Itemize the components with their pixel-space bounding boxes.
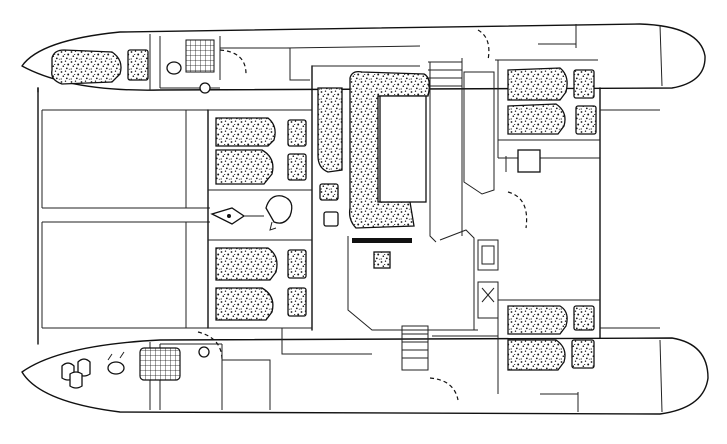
central-port-cabins (207, 65, 313, 331)
port-hull (21, 23, 706, 91)
toilet-icon-2 (107, 361, 125, 375)
galley-counter-edge (352, 238, 412, 243)
saloon-settee-left (317, 87, 343, 173)
cabin-berth-lower-a (215, 247, 278, 281)
galley-stove-icon (373, 251, 391, 269)
bow-side-cushion (127, 49, 149, 81)
aft-berth-cushion-bottom (507, 103, 566, 135)
starboard-hull (21, 337, 709, 415)
shower-grate-icon-2 (139, 347, 181, 381)
aft-side-cushion-4 (571, 339, 595, 369)
sink-icon (199, 82, 211, 94)
cabin-side-cushion-3 (287, 249, 307, 279)
saloon-chair (323, 211, 339, 227)
helm-seat-icon (265, 195, 293, 224)
aft-berth-cushion-top-2 (507, 305, 568, 335)
starboard-bow-cabin (61, 331, 271, 410)
toilet-icon (166, 61, 182, 75)
companionway-stairs (281, 325, 499, 401)
aft-side-cushion-2 (575, 105, 597, 135)
aft-berth-cushion-bottom-2 (507, 339, 566, 371)
cabin-berth-upper-a (215, 117, 276, 147)
starboard-aft-cabin (497, 299, 600, 394)
sink-icon-2 (198, 346, 210, 358)
shower-grate-icon (185, 39, 215, 73)
cabin-side-cushion-4 (287, 287, 307, 317)
cabin-side-cushion-2 (287, 153, 307, 181)
saloon-settee-u (348, 70, 430, 229)
cabin-side-cushion-1 (287, 119, 307, 147)
aft-side-cushion-1 (573, 69, 595, 99)
saloon-table (379, 95, 427, 203)
nav-table (517, 149, 541, 173)
bow-berth-cushion (51, 49, 122, 85)
port-bow-cabin (51, 29, 598, 94)
cabin-berth-lower-b (215, 287, 274, 321)
aft-side-cushion-3 (573, 305, 595, 331)
aft-berth-cushion-top (507, 67, 568, 101)
bridge-deck (37, 87, 660, 345)
cabin-berth-upper-b (215, 149, 274, 185)
saloon-stool (319, 183, 339, 201)
shoes-icon-3 (69, 371, 83, 389)
port-aft-cabin (497, 60, 600, 173)
saloon (312, 58, 528, 331)
